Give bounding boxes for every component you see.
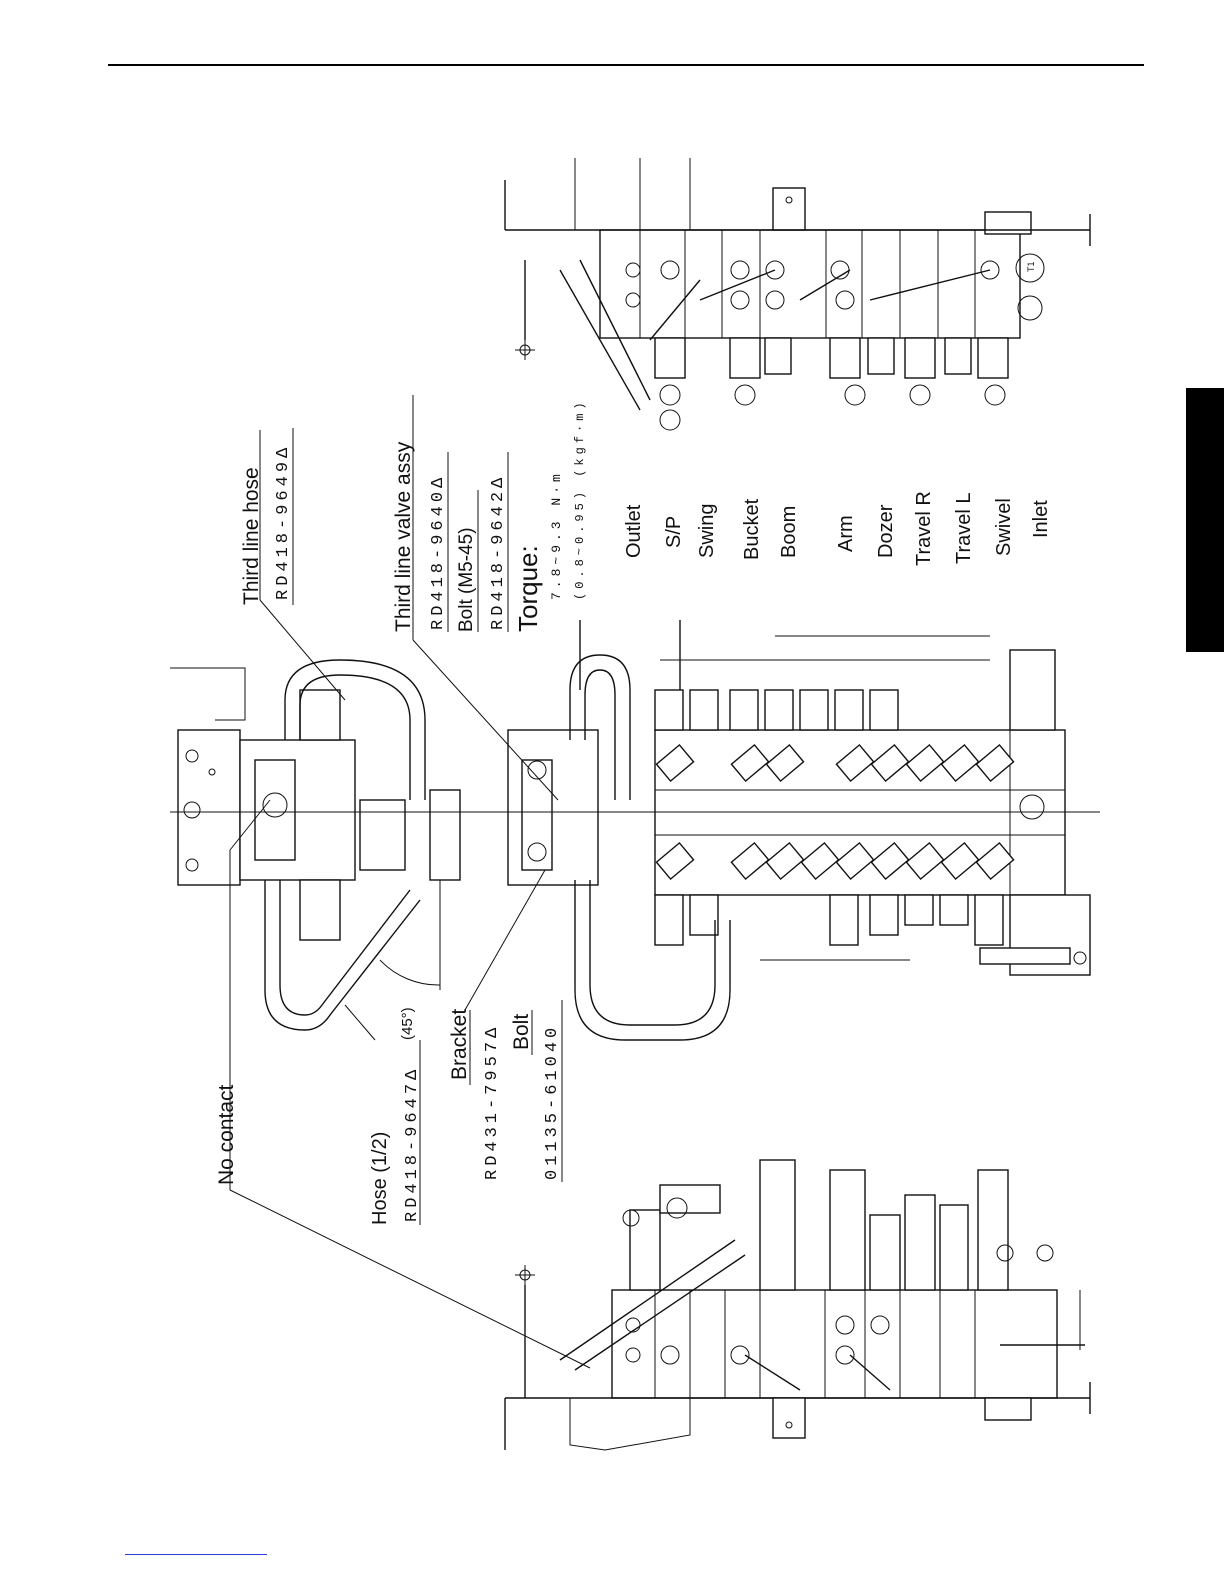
callout-hose-half: Hose (1/2) RD418-9647Δ (45°) [369,1007,422,1225]
port-t1-label: T1 [1026,261,1036,272]
no-contact-label: No contact [215,1084,238,1185]
third-line-valve-title: Third line valve assy [392,441,415,632]
section-label-dozer: Dozer [875,504,897,558]
third-line-hose-title: Third line hose [240,467,263,605]
section-label-travel-r: Travel R [913,491,935,566]
hose-angle: (45°) [399,1007,416,1040]
third-line-hose-part: RD418-9649Δ [274,444,293,600]
section-label-inlet: Inlet [1030,500,1052,538]
bolt2-part: 01135-61040 [543,1024,562,1180]
section-label-arm: Arm [835,515,857,552]
bolt-spec: Bolt (M5-45) [456,527,477,632]
callout-no-contact: No contact [215,1084,238,1185]
torque-title: Torque: [513,545,543,632]
section-label-boom: Boom [778,506,800,558]
valve-block-top-view: T1 [505,158,1090,430]
valve-block-side-view [490,620,1100,1040]
valve-block-bottom-view [505,1160,1090,1450]
section-label-travel-l: Travel L [953,492,975,564]
hose-half-title: Hose (1/2) [369,1132,391,1225]
callout-third-line-valve: Third line valve assy RD418-9640Δ Bolt (… [392,398,587,632]
hose-half-part: RD418-9647Δ [403,1066,422,1222]
bolt2-title: Bolt [510,1014,533,1050]
section-label-swing: Swing [696,504,718,558]
torque-kgf: (0.8~0.95) (kgf·m) [573,398,587,600]
bracket-title: Bracket [448,1009,471,1080]
section-label-swivel: Swivel [993,498,1015,556]
section-label-sp: S/P [663,516,685,548]
torque-nm: 7.8~9.3 N·m [549,470,564,600]
valve-section-labels: Outlet S/P Swing Bucket Boom Arm Dozer T… [623,491,1052,566]
callout-bracket: Bracket RD431-7957Δ Bolt 01135-61040 [448,1000,562,1182]
third-line-valve-view [170,660,510,1030]
third-line-valve-part: RD418-9640Δ [429,474,448,630]
bracket-part: RD431-7957Δ [483,1024,502,1180]
section-label-outlet: Outlet [623,504,645,558]
callout-third-line-hose: Third line hose RD418-9649Δ [240,428,293,605]
bolt-part: RD418-9642Δ [489,474,508,630]
section-label-bucket: Bucket [741,498,763,560]
